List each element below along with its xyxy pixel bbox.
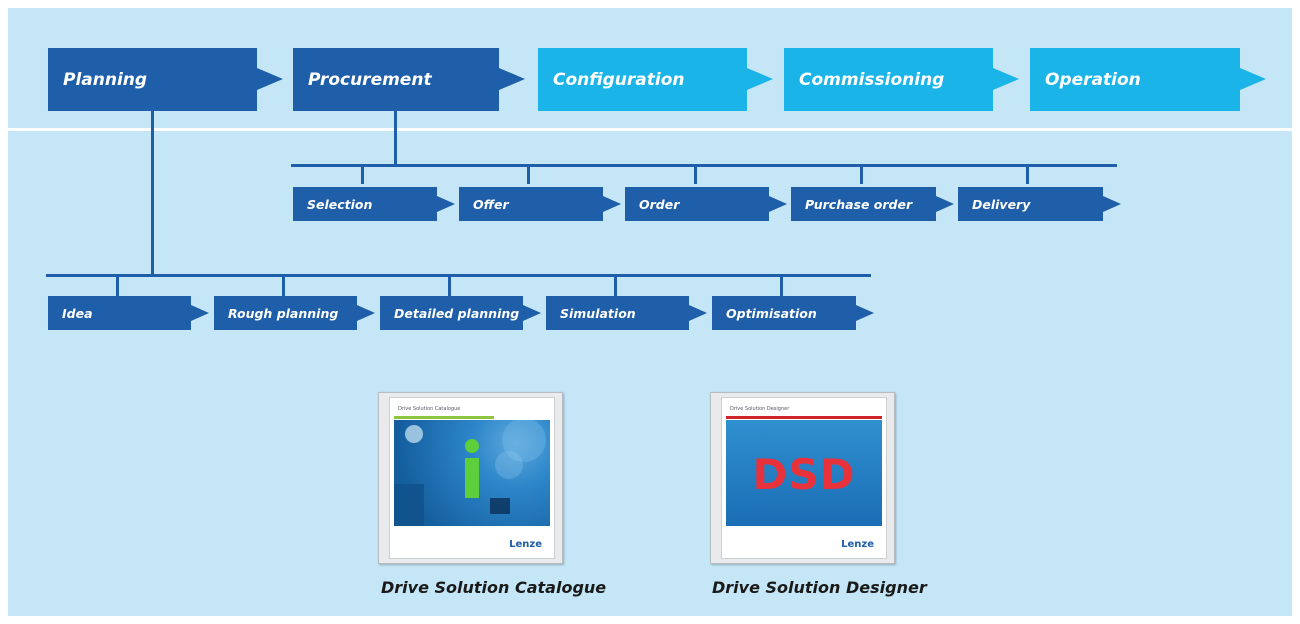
procurement-step-offer: Offer <box>459 187 621 221</box>
procurement-tick <box>1026 164 1029 184</box>
catalogue-cover-title: Drive Solution Catalogue <box>398 406 461 412</box>
planning-tick <box>780 274 783 296</box>
procurement-step-purchase-order: Purchase order <box>791 187 954 221</box>
procurement-step-label: Offer <box>473 196 509 212</box>
designer-cd-cover: Drive Solution Designer DSD Lenze <box>710 392 895 564</box>
phase-planning-label: Planning <box>63 69 148 90</box>
procurement-step-label: Delivery <box>972 196 1031 212</box>
procurement-step-order: Order <box>625 187 787 221</box>
planning-step-label: Detailed planning <box>394 305 520 321</box>
planning-step-simulation: Simulation <box>546 296 707 330</box>
designer-caption: Drive Solution Designer <box>712 578 927 597</box>
lenze-logo: Lenze <box>509 539 542 550</box>
procurement-step-delivery: Delivery <box>958 187 1121 221</box>
planning-bus <box>46 274 871 277</box>
planning-step-rough-planning: Rough planning <box>214 296 375 330</box>
procurement-tick <box>860 164 863 184</box>
procurement-step-label: Selection <box>307 196 373 212</box>
designer-cd-sleeve: Drive Solution Designer DSD Lenze <box>721 397 887 559</box>
phase-configuration-label: Configuration <box>553 69 685 90</box>
phase-procurement-label: Procurement <box>308 69 432 90</box>
procurement-tick <box>361 164 364 184</box>
dsd-logo-text: DSD <box>752 450 856 499</box>
planning-step-label: Idea <box>62 305 93 321</box>
planning-step-label: Optimisation <box>726 305 817 321</box>
catalogue-cover-art <box>394 420 550 526</box>
catalogue-cd-sleeve: Drive Solution Catalogue Lenze <box>389 397 555 559</box>
planning-step-label: Simulation <box>560 305 636 321</box>
catalogue-cover-stripe <box>394 416 494 419</box>
planning-step-idea: Idea <box>48 296 209 330</box>
phase-procurement: Procurement <box>293 48 525 111</box>
procurement-step-label: Order <box>639 196 680 212</box>
planning-connector <box>151 111 154 277</box>
planning-step-label: Rough planning <box>228 305 339 321</box>
lenze-logo: Lenze <box>841 539 874 550</box>
phase-planning: Planning <box>48 48 283 111</box>
planning-step-detailed-planning: Detailed planning <box>380 296 541 330</box>
procurement-step-selection: Selection <box>293 187 455 221</box>
catalogue-caption: Drive Solution Catalogue <box>381 578 607 597</box>
designer-cover-stripe <box>726 416 882 419</box>
procurement-tick <box>694 164 697 184</box>
procurement-bus <box>291 164 1117 167</box>
planning-tick <box>448 274 451 296</box>
planning-tick <box>282 274 285 296</box>
phase-configuration: Configuration <box>538 48 773 111</box>
planning-tick <box>116 274 119 296</box>
procurement-step-label: Purchase order <box>805 196 913 212</box>
procurement-tick <box>527 164 530 184</box>
procurement-connector <box>394 111 397 167</box>
planning-tick <box>614 274 617 296</box>
info-icon <box>394 420 546 526</box>
designer-cover-art: DSD <box>726 420 882 526</box>
phase-operation-label: Operation <box>1045 69 1141 90</box>
phase-commissioning-label: Commissioning <box>799 69 945 90</box>
phase-operation: Operation <box>1030 48 1266 111</box>
designer-cover-title: Drive Solution Designer <box>730 406 790 412</box>
planning-step-optimisation: Optimisation <box>712 296 874 330</box>
divider-line <box>8 128 1292 131</box>
catalogue-cd-cover: Drive Solution Catalogue Lenze <box>378 392 563 564</box>
phase-commissioning: Commissioning <box>784 48 1019 111</box>
